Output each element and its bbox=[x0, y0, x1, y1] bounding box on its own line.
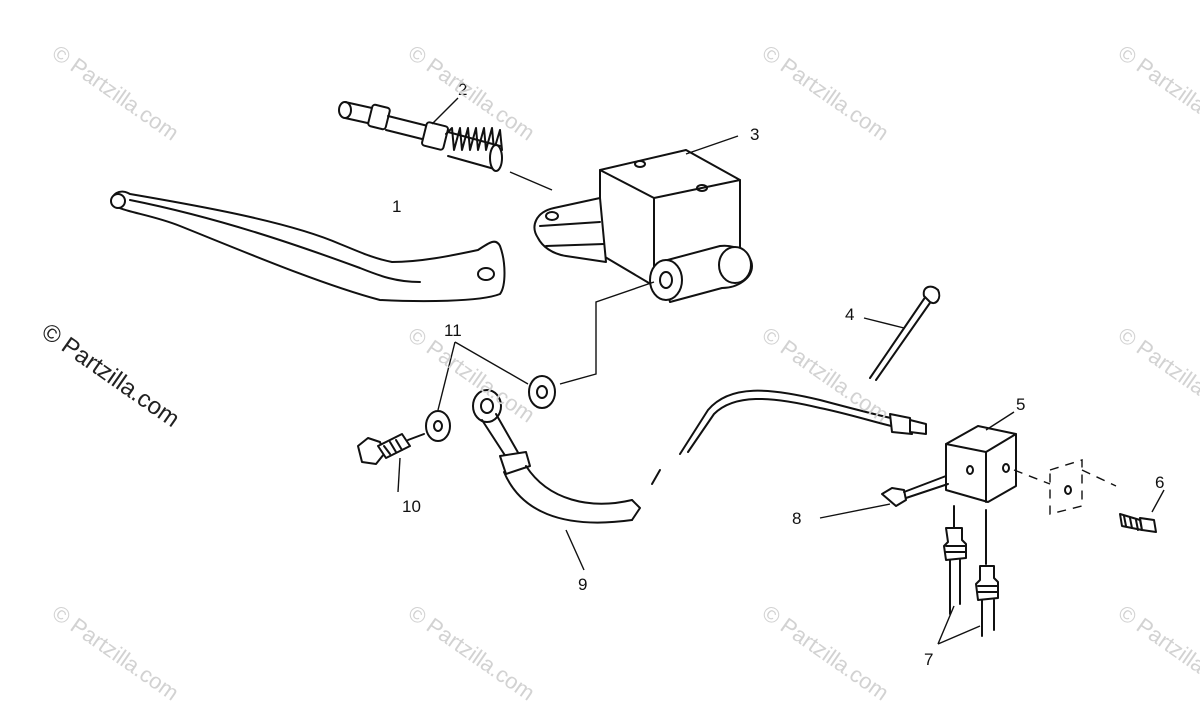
piston-spring-assembly bbox=[338, 97, 503, 172]
callout-6: 6 bbox=[1155, 473, 1164, 492]
mounting-bracket bbox=[1013, 459, 1117, 515]
callout-8: 8 bbox=[792, 509, 801, 528]
callout-7: 7 bbox=[924, 650, 933, 669]
washers bbox=[425, 341, 556, 442]
callout-2: 2 bbox=[458, 80, 467, 99]
hose-fittings bbox=[937, 505, 999, 645]
banjo-bolt bbox=[357, 433, 425, 493]
callout-4: 4 bbox=[845, 305, 854, 324]
cable-tie bbox=[863, 285, 941, 381]
callout-3: 3 bbox=[750, 125, 759, 144]
junction-block bbox=[945, 411, 1017, 503]
bleeder-valve bbox=[819, 475, 949, 519]
brake-hose bbox=[472, 389, 927, 571]
callout-1: 1 bbox=[392, 197, 401, 216]
callout-10: 10 bbox=[402, 497, 421, 516]
callout-5: 5 bbox=[1016, 395, 1025, 414]
mounting-bolt bbox=[1119, 489, 1165, 533]
callout-9: 9 bbox=[578, 575, 587, 594]
brake-lever bbox=[110, 190, 506, 303]
callout-11: 11 bbox=[444, 321, 462, 340]
master-cylinder bbox=[509, 135, 753, 303]
